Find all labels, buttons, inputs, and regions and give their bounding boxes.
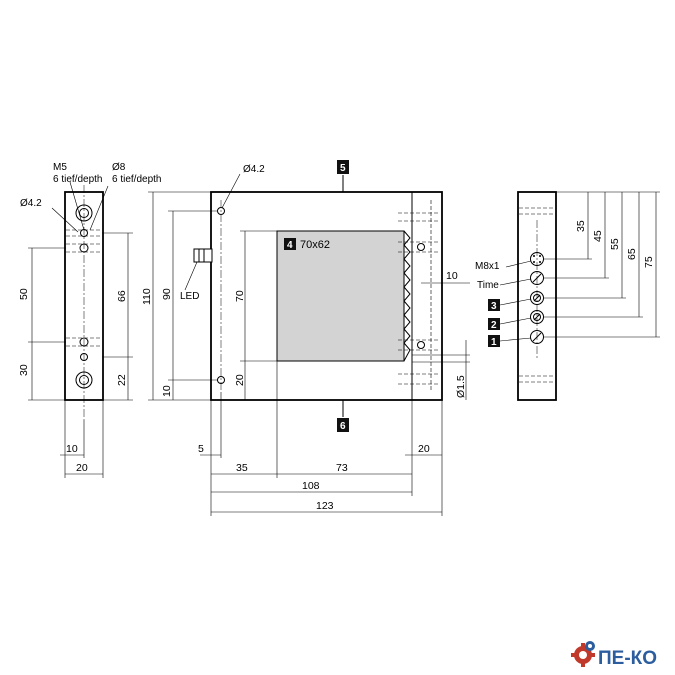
- badge-4: 4: [287, 240, 293, 251]
- dim-right-55: 55: [609, 238, 621, 250]
- left-view-body: [64, 191, 104, 401]
- dim-front-73: 73: [336, 462, 348, 474]
- dim-right-35: 35: [575, 220, 587, 232]
- gear-icon: [571, 641, 595, 667]
- label-dia-8-depth: 6 tief/depth: [112, 174, 161, 185]
- dim-front-35: 35: [236, 462, 248, 474]
- label-m5: M5: [53, 162, 67, 173]
- label-time: Time: [477, 280, 499, 291]
- left-side-view: M5 6 tief/depth Ø8 6 tief/depth Ø4.2 50 …: [18, 162, 161, 478]
- dim-left-22: 22: [116, 374, 128, 386]
- badge-6: 6: [340, 421, 346, 432]
- dim-left-50: 50: [18, 288, 30, 300]
- dim-front-70: 70: [234, 290, 246, 302]
- dim-front-10: 10: [161, 385, 173, 397]
- dim-front-90: 90: [161, 288, 173, 300]
- logo-text: ПЕ-КО: [598, 648, 657, 669]
- label-led: LED: [180, 291, 199, 302]
- front-view: LED 4 70x62 5 6 Ø4.2 110 90 10 70 20: [141, 160, 470, 516]
- badge-1: 1: [491, 337, 497, 348]
- dim-front-10r: 10: [446, 270, 458, 282]
- dim-right-75: 75: [643, 256, 655, 268]
- label-dia-1-5: Ø1.5: [455, 375, 467, 398]
- badge-2: 2: [491, 320, 497, 331]
- logo: ПЕ-КО: [571, 641, 657, 669]
- dim-left-30: 30: [18, 364, 30, 376]
- dim-left-66: 66: [116, 290, 128, 302]
- label-dia-4-2-left: Ø4.2: [20, 198, 42, 209]
- dim-right-65: 65: [626, 248, 638, 260]
- dim-right-45: 45: [592, 230, 604, 242]
- badge-5: 5: [340, 163, 346, 174]
- right-side-view: M8x1 Time 3 2 1 35 45 55 65 75: [475, 191, 660, 401]
- dim-front-108: 108: [302, 480, 320, 492]
- dim-left-10: 10: [66, 443, 78, 455]
- label-window: 70x62: [300, 239, 330, 251]
- dim-front-5: 5: [198, 443, 204, 455]
- dim-front-110: 110: [141, 288, 153, 305]
- label-dia-4-2-front: Ø4.2: [243, 164, 265, 175]
- sensing-window: [276, 230, 405, 362]
- badge-3: 3: [491, 301, 497, 312]
- dim-left-20: 20: [76, 462, 88, 474]
- dim-front-123: 123: [316, 500, 334, 512]
- dim-front-20r: 20: [418, 443, 430, 455]
- label-dia-8: Ø8: [112, 162, 126, 173]
- led-indicator: [193, 248, 213, 263]
- label-connector-m8x1: M8x1: [475, 261, 500, 272]
- dim-front-20: 20: [234, 374, 246, 386]
- label-m5-depth: 6 tief/depth: [53, 174, 102, 185]
